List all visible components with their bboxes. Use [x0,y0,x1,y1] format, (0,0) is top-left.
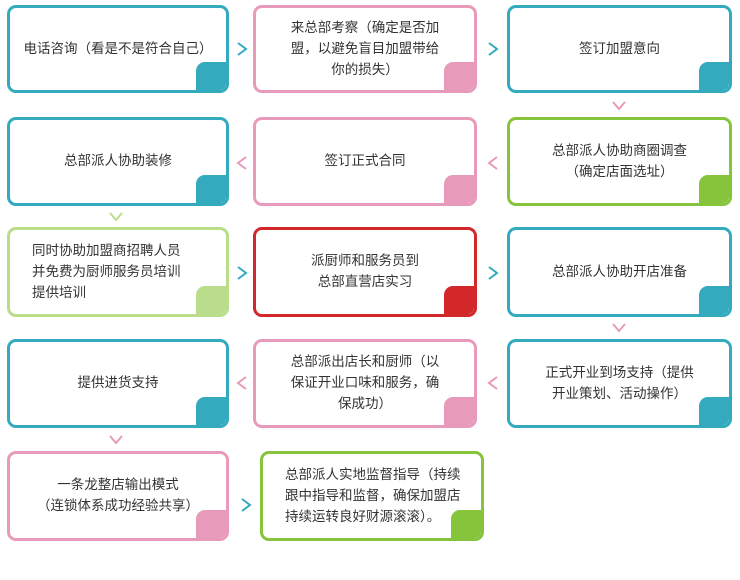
step-5-sign-contract: 签订正式合同 [253,117,477,206]
step-label: 派厨师和服务员到 总部直营店实习 [311,253,419,290]
corner-tab [196,510,226,538]
corner-tab [451,510,481,538]
corner-tab [444,397,474,425]
chevron-left-icon [485,375,501,391]
corner-tab [699,397,729,425]
chevron-right-icon [234,265,250,281]
step-label: 总部派出店长和厨师（以 保证开业口味和服务，确 保成功） [290,354,440,412]
chevron-down-icon [611,319,627,335]
chevron-left-icon [485,155,501,171]
step-9-opening-prep: 总部派人协助开店准备 [507,227,732,317]
step-11-manager-chef: 总部派出店长和厨师（以 保证开业口味和服务，确 保成功） [253,339,477,428]
step-10-opening-support: 正式开业到场支持（提供 开业策划、活动操作） [507,339,732,428]
chevron-down-icon [108,208,124,224]
corner-tab [444,286,474,314]
chevron-left-icon [234,155,250,171]
step-label: 总部派人协助装修 [64,153,172,169]
step-7-recruit-train: 同时协助加盟商招聘人员 并免费为厨师服务员培训 提供培训 [7,227,229,317]
corner-tab [699,62,729,90]
corner-tab [444,62,474,90]
step-label: 提供进货支持 [77,375,159,391]
corner-tab [444,175,474,203]
chevron-right-icon [485,265,501,281]
step-14-onsite-supervision: 总部派人实地监督指导（持续 跟中指导和监督，确保加盟店 持续运转良好财源滚滚）。 [260,451,484,541]
chevron-right-icon [238,497,254,513]
step-label: 签订加盟意向 [579,40,660,57]
step-label: 来总部考察（确定是否加 盟，以避免盲目加盟带给 你的损失） [290,19,440,78]
corner-tab [196,397,226,425]
corner-tab [196,175,226,203]
step-label: 电话咨询（看是不是符合自己） [23,40,213,57]
step-2-hq-visit: 来总部考察（确定是否加 盟，以避免盲目加盟带给 你的损失） [253,5,477,93]
step-label: 同时协助加盟商招聘人员 并免费为厨师服务员培训 提供培训 [32,242,181,301]
corner-tab [196,286,226,314]
step-4-site-survey: 总部派人协助商圈调查 （确定店面选址） [507,117,732,206]
step-6-renovation: 总部派人协助装修 [7,117,229,206]
step-label: 正式开业到场支持（提供 开业策划、活动操作） [545,364,694,402]
chevron-right-icon [485,41,501,57]
step-label: 签订正式合同 [324,153,406,169]
step-label: 一条龙整店输出模式 （连锁体系成功经验共享） [37,477,199,514]
chevron-right-icon [234,41,250,57]
step-label: 总部派人协助商圈调查 （确定店面选址） [552,142,687,180]
corner-tab [699,175,729,203]
chevron-left-icon [234,375,250,391]
step-12-supply-support: 提供进货支持 [7,339,229,428]
step-1-phone-consult: 电话咨询（看是不是符合自己） [7,5,229,93]
corner-tab [699,286,729,314]
chevron-down-icon [108,431,124,447]
chevron-down-icon [611,97,627,113]
corner-tab [196,62,226,90]
step-8-internship: 派厨师和服务员到 总部直营店实习 [253,227,477,317]
step-label: 总部派人协助开店准备 [552,263,687,280]
step-3-sign-intent: 签订加盟意向 [507,5,732,93]
step-13-turnkey-output: 一条龙整店输出模式 （连锁体系成功经验共享） [7,451,229,541]
step-label: 总部派人实地监督指导（持续 跟中指导和监督，确保加盟店 持续运转良好财源滚滚）。 [285,466,461,525]
